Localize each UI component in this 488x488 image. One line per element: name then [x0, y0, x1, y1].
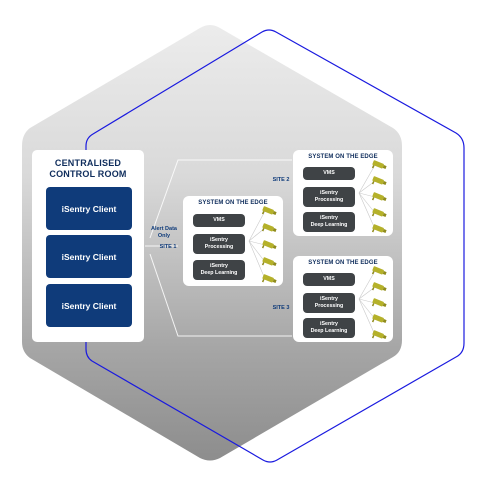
camera-link-line — [248, 240, 266, 263]
camera-icon — [371, 208, 387, 217]
site-3-deep-learning: iSentry Deep Learning — [303, 318, 355, 338]
site-1-processing: iSentry Processing — [193, 234, 245, 254]
camera-icon — [371, 330, 387, 339]
isentry-client-2: iSentry Client — [46, 235, 132, 278]
site-2-title: SYSTEM ON THE EDGE — [308, 154, 378, 160]
site-3-processing-line2: Processing — [314, 303, 344, 309]
blue-outline-hexagon — [85, 29, 465, 463]
site-3-title: SYSTEM ON THE EDGE — [308, 260, 378, 266]
camera-link-line — [358, 192, 376, 214]
camera-link-line — [358, 192, 376, 198]
camera-icon — [261, 240, 277, 249]
site-1-edge-panel: SYSTEM ON THE EDGE VMS iSentry Processin… — [183, 196, 283, 286]
camera-icon — [261, 223, 277, 232]
camera-link-line — [358, 298, 376, 304]
site-2-deep-learning: iSentry Deep Learning — [303, 212, 355, 232]
camera-icon — [261, 257, 277, 266]
site-2-processing-line2: Processing — [314, 197, 344, 203]
camera-links — [358, 160, 387, 233]
site-3-deep-line2: Deep Learning — [310, 328, 348, 334]
camera-links — [358, 266, 387, 339]
camera-icon — [371, 192, 387, 201]
alert-data-line1: Alert Data — [151, 226, 177, 232]
site-1-deep-line1: iSentry — [210, 263, 228, 269]
camera-link-line — [358, 298, 376, 336]
camera-link-line — [358, 270, 376, 300]
site-1-processing-line1: iSentry — [210, 237, 228, 243]
site2-label: SITE 2 — [272, 177, 290, 183]
camera-icon — [371, 298, 387, 307]
alert-data-line2: Only — [157, 233, 171, 239]
camera-link-line — [358, 192, 376, 230]
camera-link-line — [358, 298, 376, 320]
site-2-deep-line2: Deep Learning — [310, 222, 348, 228]
camera-icon — [371, 224, 387, 233]
site-1-processing-line2: Processing — [204, 244, 234, 250]
site-3-vms-label: VMS — [323, 276, 335, 282]
camera-icon — [261, 274, 277, 283]
site-2-vms: VMS — [303, 167, 355, 180]
camera-link-line — [248, 240, 266, 246]
control-room-title: CENTRALISED CONTROL ROOM — [32, 158, 144, 180]
camera-icon — [371, 160, 387, 169]
camera-links — [248, 206, 277, 283]
site-3-edge-panel: SYSTEM ON THE EDGE VMS iSentry Processin… — [293, 256, 393, 342]
site-2-processing: iSentry Processing — [303, 187, 355, 207]
site-2-processing-line1: iSentry — [320, 190, 338, 196]
site-2-edge-panel: SYSTEM ON THE EDGE VMS iSentry Processin… — [293, 150, 393, 236]
isentry-client-3: iSentry Client — [46, 284, 132, 327]
site-link-lines — [145, 159, 292, 337]
site-2-deep-line1: iSentry — [320, 215, 338, 221]
alert-data-label: Alert Data Only — [146, 226, 182, 240]
site-3-deep-line1: iSentry — [320, 321, 338, 327]
site-1-deep-learning: iSentry Deep Learning — [193, 260, 245, 280]
site-3-processing-line1: iSentry — [320, 296, 338, 302]
camera-icon — [371, 266, 387, 275]
camera-link-line — [248, 240, 266, 280]
camera-link-line — [248, 210, 266, 242]
site-2-vms-label: VMS — [323, 170, 335, 176]
camera-icon — [261, 206, 277, 215]
control-room-title-line2: CONTROL ROOM — [49, 169, 127, 179]
camera-icon — [371, 176, 387, 185]
isentry-client-1: iSentry Client — [46, 187, 132, 230]
camera-icon — [371, 314, 387, 323]
site-1-deep-line2: Deep Learning — [200, 270, 238, 276]
control-room-title-line1: CENTRALISED — [54, 158, 122, 168]
site-1-vms-label: VMS — [213, 217, 225, 223]
site3-label: SITE 3 — [272, 305, 290, 311]
site-1-vms: VMS — [193, 214, 245, 227]
site-1-title: SYSTEM ON THE EDGE — [198, 200, 268, 206]
site-3-processing: iSentry Processing — [303, 293, 355, 313]
site-3-vms: VMS — [303, 273, 355, 286]
site1-label: SITE 1 — [159, 244, 177, 250]
centralised-control-room-panel: CENTRALISED CONTROL ROOM iSentry Client … — [32, 150, 144, 342]
camera-link-line — [358, 164, 376, 194]
camera-icon — [371, 282, 387, 291]
